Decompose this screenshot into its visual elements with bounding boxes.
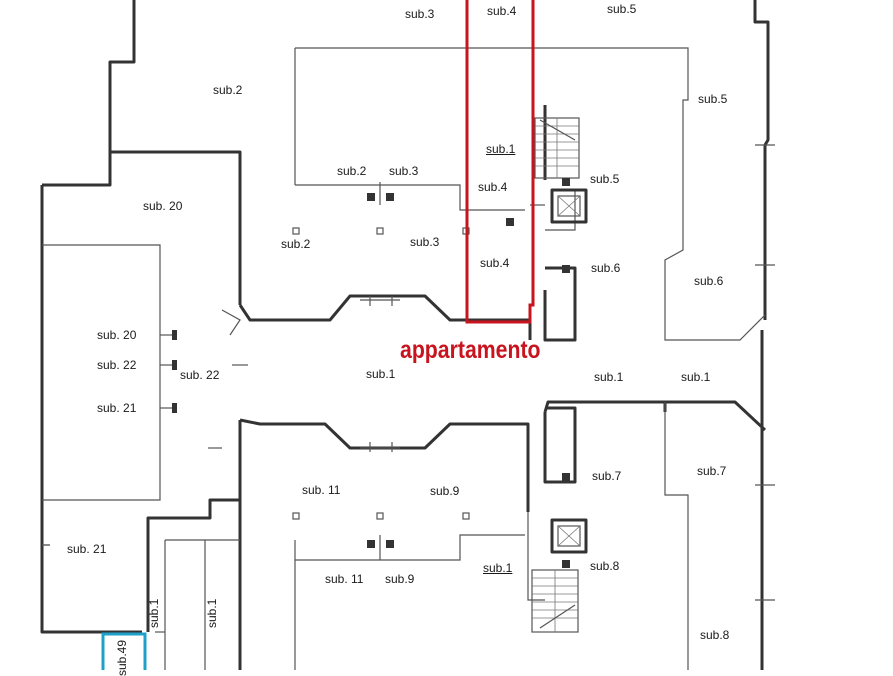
label-sub1-corridor: sub.1 [366, 367, 396, 381]
label-sub9-meter: sub.9 [385, 572, 415, 586]
building-walls [40, 0, 770, 670]
label-sub20: sub. 20 [143, 199, 183, 213]
label-sub7-meter: sub.7 [592, 469, 622, 483]
label-sub3-top: sub.3 [405, 7, 435, 21]
label-sub11-room: sub. 11 [302, 483, 341, 497]
label-sub5-meter: sub.5 [590, 172, 620, 186]
label-sub22-corridor: sub. 22 [180, 368, 220, 382]
label-sub3-meter: sub.3 [389, 164, 419, 178]
stairs-lower [531, 569, 579, 633]
label-sub8-meter: sub.8 [590, 559, 620, 573]
label-sub1-right-a: sub.1 [594, 370, 624, 384]
sub49-outline [101, 632, 147, 670]
apartment-outline [465, 0, 535, 324]
elevator-upper [550, 188, 588, 224]
door-marks [42, 144, 775, 633]
label-sub4-top: sub.4 [487, 4, 517, 18]
label-sub8-room: sub.8 [700, 628, 730, 642]
label-sub2-room: sub.2 [281, 237, 311, 251]
label-sub1-vertical-b: sub.1 [205, 598, 219, 628]
label-sub4-lower: sub.4 [480, 256, 510, 270]
label-sub22-meter: sub. 22 [97, 358, 137, 372]
label-sub1-stair: sub.1 [486, 142, 516, 156]
label-sub6-meter: sub.6 [591, 261, 621, 275]
label-sub6-room: sub.6 [694, 274, 724, 288]
label-sub3-room: sub.3 [410, 235, 440, 249]
label-sub2-upper: sub.2 [213, 83, 243, 97]
elevator-lower [550, 518, 588, 554]
label-sub5-top: sub.5 [607, 2, 637, 16]
label-sub1-vertical-a: sub.1 [147, 598, 161, 628]
apartment-highlight-label: appartamento [400, 336, 541, 364]
label-sub11-meter: sub. 11 [325, 572, 364, 586]
label-sub49-vertical: sub.49 [115, 639, 129, 676]
stairs-upper [534, 117, 580, 179]
label-sub5-right: sub.5 [698, 92, 728, 106]
label-sub1-lower-stair: sub.1 [483, 561, 513, 575]
label-sub21-room: sub. 21 [67, 542, 107, 556]
label-sub21-meter: sub. 21 [97, 401, 137, 415]
label-sub7-room: sub.7 [697, 464, 727, 478]
meter-devices [160, 178, 570, 568]
label-sub20-meter: sub. 20 [97, 328, 137, 342]
label-sub9-room: sub.9 [430, 484, 460, 498]
label-sub2-meter: sub.2 [337, 164, 367, 178]
label-sub1-right-b: sub.1 [681, 370, 711, 384]
label-sub4-mid: sub.4 [478, 180, 508, 194]
